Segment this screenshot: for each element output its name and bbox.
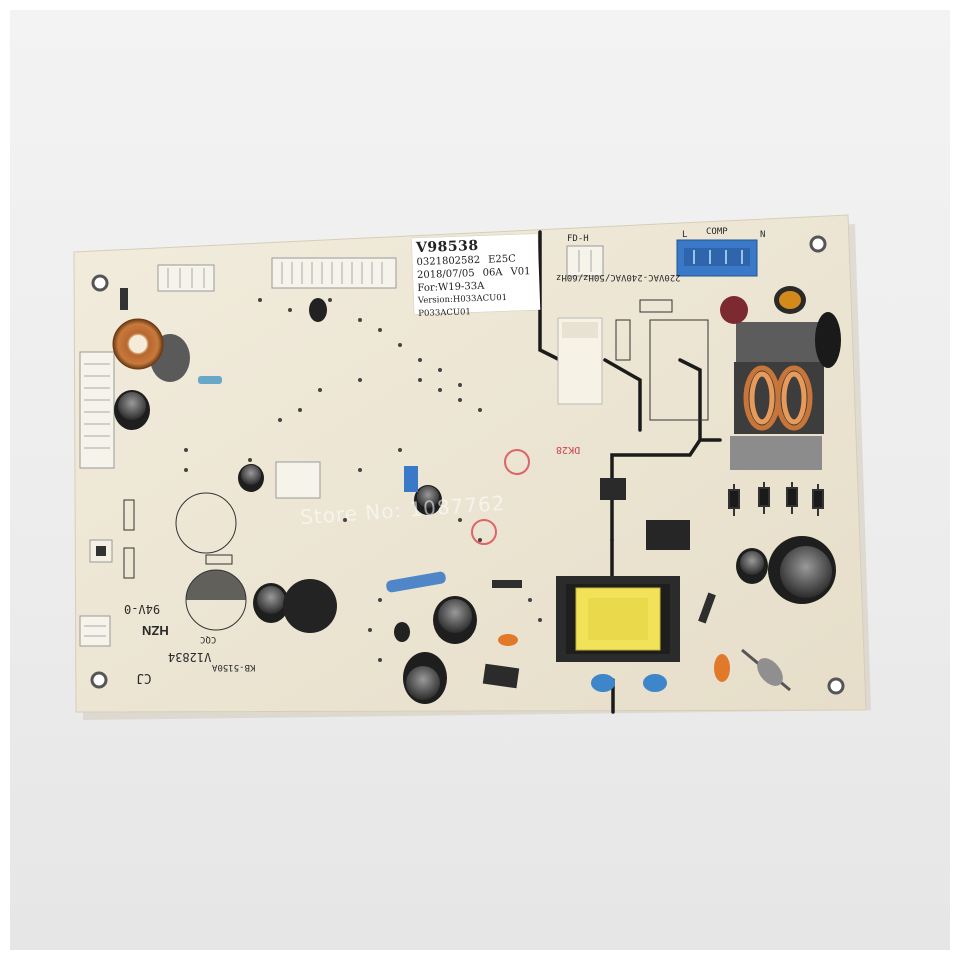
rectifier-diodes bbox=[728, 482, 824, 516]
silk-l: L bbox=[682, 230, 688, 240]
label-date: 2018/07/05 bbox=[416, 268, 475, 282]
fuse-holder bbox=[741, 648, 791, 692]
silk-ac-rating: 220VAC-240VAC/50Hz/60Hz bbox=[556, 272, 681, 282]
connector-cn4-fdh bbox=[566, 245, 604, 277]
qc-stamps bbox=[471, 449, 530, 545]
label-current: 06A bbox=[482, 267, 503, 279]
silk-board-code: KB-5150A bbox=[212, 662, 256, 672]
silk-dk28: DK28 bbox=[556, 444, 581, 455]
label-ver: V01 bbox=[510, 266, 531, 278]
silk-cert: V12834 bbox=[168, 650, 212, 664]
ic-and-small-parts bbox=[120, 288, 716, 689]
label-rev: E25C bbox=[487, 253, 517, 266]
silk-rating: 94V-0 bbox=[124, 602, 161, 616]
connector-cn-top-middle bbox=[271, 257, 397, 289]
silk-maker: CJ bbox=[136, 670, 152, 685]
relay-k1 bbox=[557, 317, 603, 405]
smps-transformer bbox=[556, 576, 680, 662]
label-version: Version:H033ACU01 P033ACU01 bbox=[417, 292, 508, 320]
connector-cn-top-left bbox=[157, 264, 215, 292]
silk-fdh: FD-H bbox=[567, 234, 589, 244]
connector-cn8 bbox=[89, 539, 113, 563]
mounting-holes bbox=[90, 235, 845, 695]
label-code: 0321802582 bbox=[416, 254, 481, 269]
ceramic-capacitors bbox=[498, 634, 730, 692]
connector-cn1-comp-blue bbox=[676, 239, 758, 277]
resistors bbox=[198, 376, 446, 593]
connector-cn-left-side bbox=[79, 351, 115, 469]
silk-n: N bbox=[760, 230, 766, 240]
emi-filter-choke bbox=[720, 286, 841, 470]
toroid-inductor-l1 bbox=[112, 318, 190, 382]
silk-comp: COMP bbox=[706, 227, 728, 237]
silk-hzn: HZN bbox=[142, 623, 169, 638]
electrolytic-capacitors bbox=[114, 390, 836, 704]
connector-cn-bottom-left bbox=[79, 615, 111, 647]
silk-cqc: CQC bbox=[200, 634, 217, 644]
